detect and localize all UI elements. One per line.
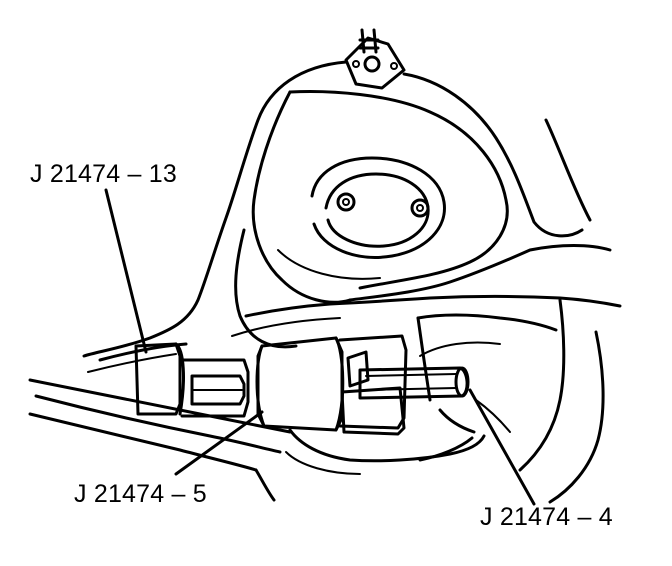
callout-j21474-5: J 21474 – 5 (74, 480, 207, 508)
spring-seat (310, 156, 446, 259)
control-arm (82, 60, 622, 373)
ball-joint (344, 28, 406, 90)
tool-13-receiver (134, 342, 250, 418)
leader-13 (104, 188, 148, 354)
callout-j21474-4: J 21474 – 4 (480, 503, 613, 531)
leader-4 (468, 388, 536, 506)
callout-j21474-13: J 21474 – 13 (30, 160, 177, 188)
leader-lines (104, 188, 536, 506)
tool-5-spacer (255, 334, 408, 436)
leader-5 (174, 410, 264, 476)
tool-4-rod (358, 366, 470, 400)
